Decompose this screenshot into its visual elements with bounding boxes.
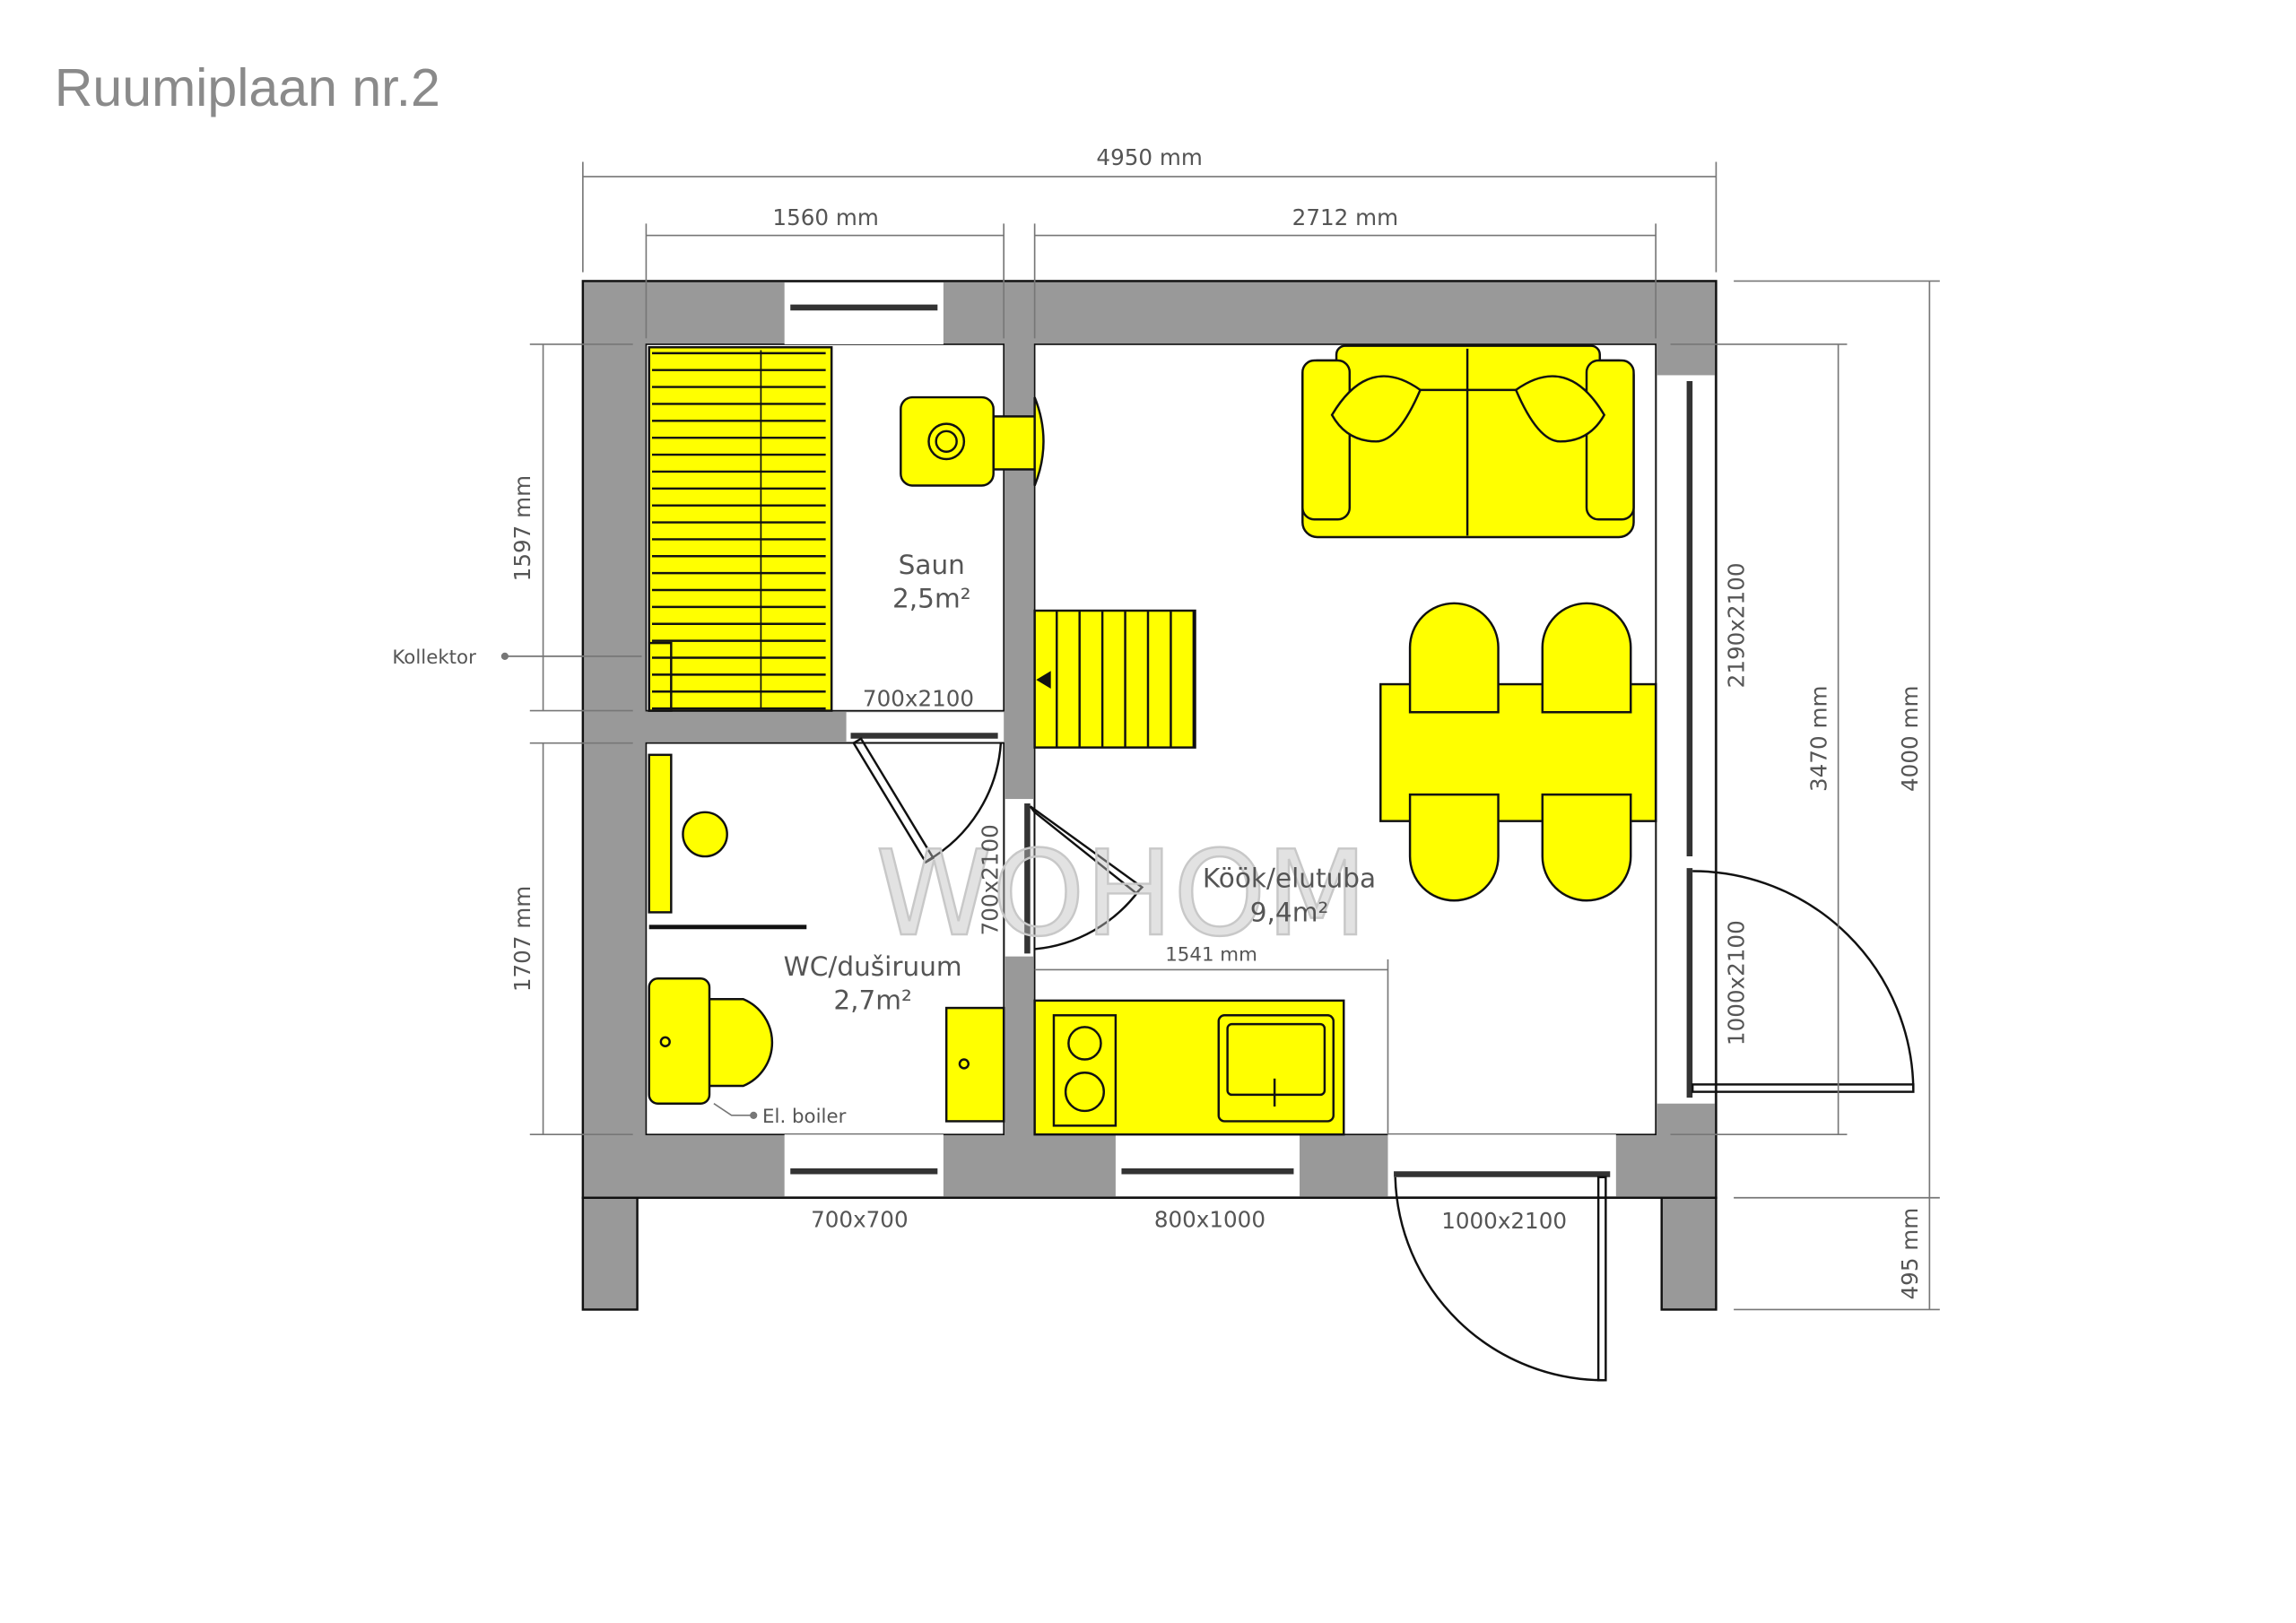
page-title: Ruumiplaan nr.2 bbox=[55, 58, 440, 117]
wc-fixtures bbox=[648, 753, 1005, 1123]
room-name-wc: WC/duširuum bbox=[784, 951, 962, 982]
dim-total-depth: 4000 mm bbox=[1897, 686, 1923, 792]
terrace-post-left bbox=[581, 1196, 639, 1311]
sauna-stove bbox=[900, 395, 1045, 487]
dim-terrace: 495 mm bbox=[1897, 1208, 1923, 1300]
side-door[interactable] bbox=[1691, 870, 1915, 1093]
label-glass-wall: 2190x2100 bbox=[1724, 563, 1750, 689]
dim-wc-depth: 1707 mm bbox=[509, 886, 535, 992]
terrace-post-right bbox=[1660, 1196, 1718, 1311]
front-door[interactable] bbox=[1394, 1176, 1607, 1382]
sauna-bench bbox=[648, 346, 833, 712]
label-kitchen-window: 800x1000 bbox=[1154, 1207, 1265, 1233]
stairs bbox=[1033, 609, 1196, 749]
room-name-kitchen: Köök/elutuba bbox=[1203, 864, 1376, 894]
label-wc-door: 700x2100 bbox=[978, 824, 1004, 935]
label-wc-window: 700x700 bbox=[811, 1207, 909, 1233]
wc-door[interactable] bbox=[1024, 803, 1144, 954]
room-area-sauna: 2,5m² bbox=[892, 584, 971, 614]
dimension-lines bbox=[500, 161, 1940, 1311]
sofa bbox=[1301, 344, 1635, 539]
collector-box bbox=[648, 641, 673, 712]
room-name-sauna: Saun bbox=[899, 550, 965, 580]
dim-left-width: 1560 mm bbox=[772, 204, 878, 230]
label-front-door: 1000x2100 bbox=[1441, 1208, 1567, 1234]
bench-slats bbox=[651, 352, 826, 710]
room-area-kitchen: 9,4m² bbox=[1250, 897, 1329, 927]
label-collector: Kollektor bbox=[392, 647, 476, 669]
dining-table bbox=[1379, 602, 1657, 902]
label-side-door: 1000x2100 bbox=[1724, 920, 1750, 1046]
dim-inner-depth: 3470 mm bbox=[1805, 686, 1831, 792]
label-boiler: El. boiler bbox=[762, 1106, 847, 1128]
dim-kitchen-counter: 1541 mm bbox=[1165, 944, 1257, 967]
room-area-wc: 2,7m² bbox=[833, 985, 912, 1016]
kitchen-counter bbox=[1033, 999, 1345, 1136]
sauna-door[interactable] bbox=[850, 733, 1003, 864]
dim-sauna-depth: 1597 mm bbox=[509, 475, 535, 581]
dim-total-width: 4950 mm bbox=[1096, 144, 1202, 170]
label-sauna-door: 700x2100 bbox=[863, 686, 974, 712]
dim-right-width: 2712 mm bbox=[1292, 204, 1398, 230]
